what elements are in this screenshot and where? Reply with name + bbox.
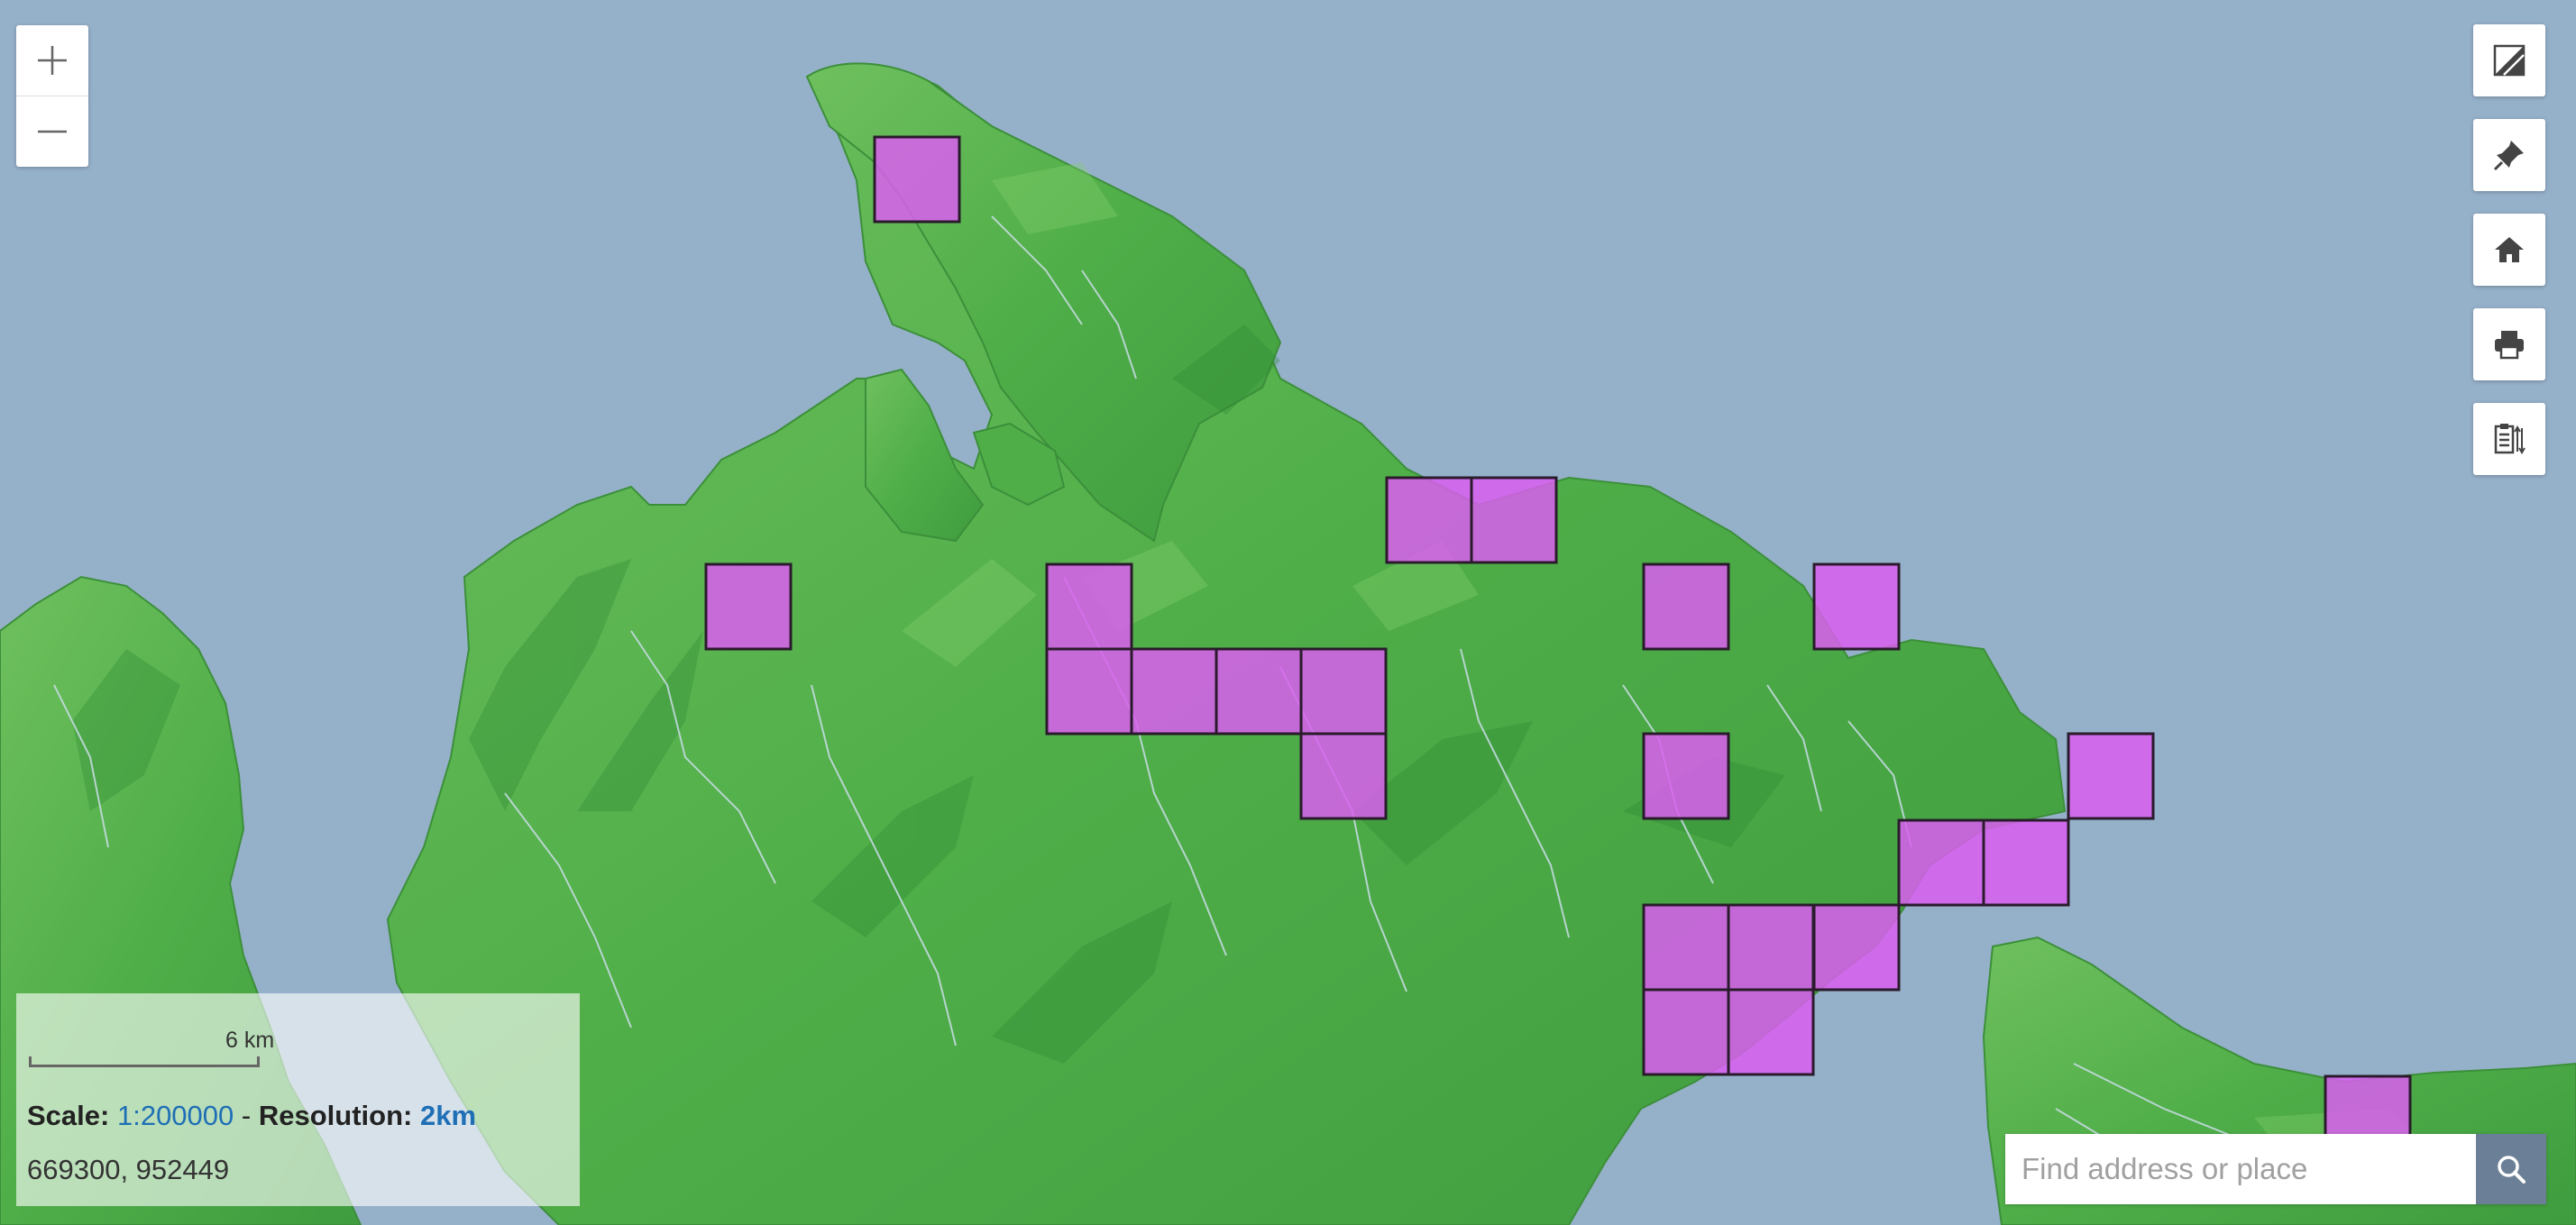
grid-cell[interactable] xyxy=(1897,818,1985,907)
landmass-west-finger xyxy=(865,368,985,543)
scale-value: 1:200000 xyxy=(116,1100,234,1131)
legend-icon xyxy=(2494,424,2526,454)
home-icon xyxy=(2495,237,2524,262)
scale-resolution-line: Scale: 1:200000 - Resolution: 2km xyxy=(27,1100,476,1132)
grid-cell[interactable] xyxy=(1385,476,1473,564)
grid-cell[interactable] xyxy=(1642,562,1730,651)
scalebar xyxy=(29,1056,260,1067)
coordinates-readout: 669300, 952449 xyxy=(27,1154,230,1185)
grid-cell[interactable] xyxy=(1642,903,1730,992)
grid-cell[interactable] xyxy=(1812,903,1901,992)
grid-cell[interactable] xyxy=(1642,732,1730,820)
grid-cell[interactable] xyxy=(1470,476,1558,564)
print-button[interactable] xyxy=(2473,308,2545,380)
map-toolbar xyxy=(2473,24,2545,498)
grid-cell[interactable] xyxy=(1642,988,1730,1076)
grid-cell[interactable] xyxy=(704,562,793,651)
resolution-value: 2km xyxy=(419,1100,477,1131)
grid-cell[interactable] xyxy=(1982,818,2070,907)
grid-cell[interactable] xyxy=(1727,988,1815,1076)
scale-panel: 6 km Scale: 1:200000 - Resolution: 2km 6… xyxy=(16,993,580,1206)
zoom-out-button[interactable] xyxy=(16,96,88,167)
grid-cell[interactable] xyxy=(1215,647,1303,736)
scale-separator: - xyxy=(234,1100,259,1131)
minus-icon xyxy=(38,130,67,133)
scalebar-label: 6 km xyxy=(225,1028,275,1053)
search-box xyxy=(2005,1134,2546,1204)
grid-cell[interactable] xyxy=(1727,903,1815,992)
resolution-label: Resolution: xyxy=(258,1100,413,1131)
grid-cell[interactable] xyxy=(2067,732,2155,820)
layers-icon xyxy=(2493,44,2526,77)
search-icon xyxy=(2498,1156,2526,1184)
grid-cell[interactable] xyxy=(1812,562,1901,651)
zoom-control xyxy=(16,25,88,167)
grid-cell[interactable] xyxy=(1299,732,1388,820)
landmass-inner-islet xyxy=(972,422,1066,507)
pin-button[interactable] xyxy=(2473,119,2545,191)
layers-button[interactable] xyxy=(2473,24,2545,96)
pin-icon xyxy=(2493,141,2524,171)
grid-cell[interactable] xyxy=(1045,562,1133,651)
legend-button[interactable] xyxy=(2473,403,2545,475)
grid-cell[interactable] xyxy=(1130,647,1218,736)
terrain-shading xyxy=(72,325,1785,1064)
print-icon xyxy=(2495,331,2524,360)
search-button[interactable] xyxy=(2476,1134,2546,1204)
grid-cell[interactable] xyxy=(1299,647,1388,736)
grid-cell[interactable] xyxy=(873,135,961,224)
grid-cell[interactable] xyxy=(1045,647,1133,736)
home-button[interactable] xyxy=(2473,214,2545,286)
plus-icon xyxy=(38,46,67,75)
zoom-in-button[interactable] xyxy=(16,25,88,96)
scale-label: Scale: xyxy=(27,1100,110,1131)
search-input[interactable] xyxy=(2005,1134,2476,1204)
